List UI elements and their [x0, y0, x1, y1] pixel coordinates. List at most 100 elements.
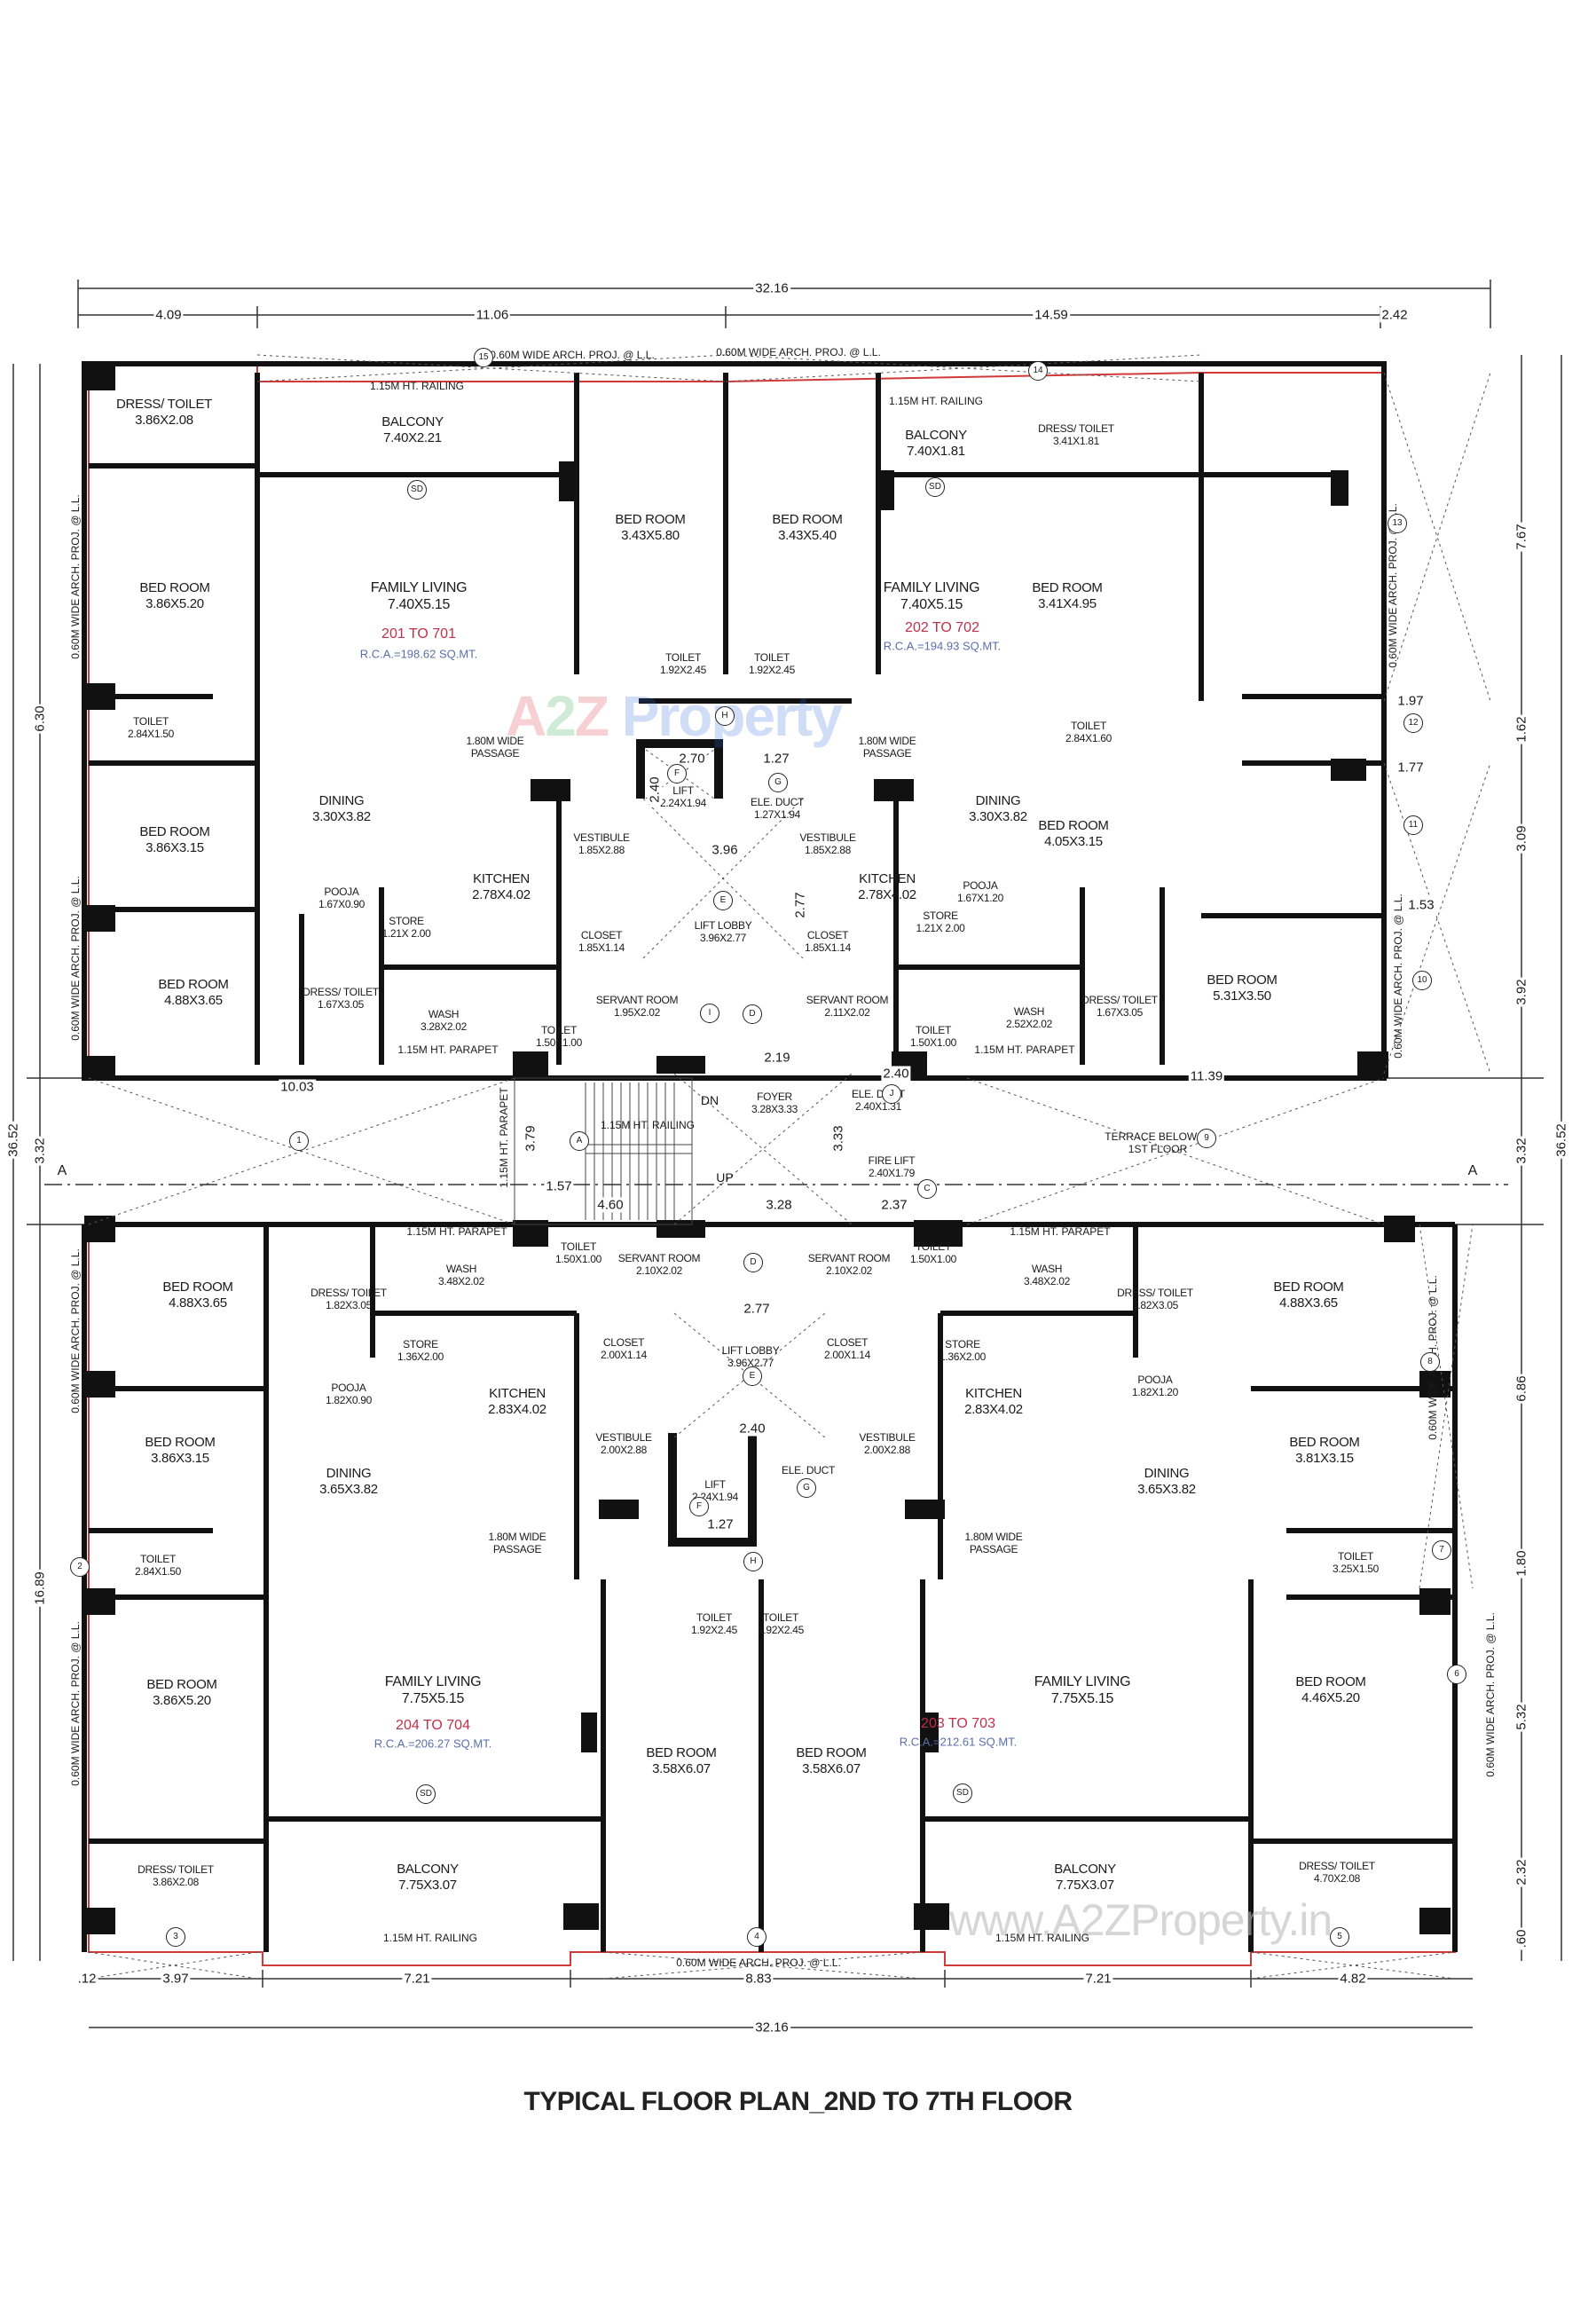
tag-g-top: G: [768, 773, 788, 792]
columns: [84, 364, 1451, 1934]
core-dim-3-96-b: 2.40: [737, 1421, 767, 1437]
arch-proj-bottom: 0.60M WIDE ARCH. PROJ. @ L.L.: [676, 1957, 841, 1969]
dim-11-39: 11.39: [1188, 1068, 1225, 1084]
dim-bottom-seg-1: 3.97: [161, 1971, 191, 1987]
flat-number: 203 TO 703: [921, 1716, 995, 1731]
dim-top-seg-4: 2.42: [1380, 307, 1410, 323]
flat-number: 204 TO 704: [396, 1718, 470, 1733]
core-dim-2-40: 2.40: [647, 775, 663, 805]
tag-sd-201: SD: [407, 480, 427, 500]
dim-bottom-seg-3: 8.83: [743, 1971, 774, 1987]
dim-1-53: 1.53: [1406, 897, 1436, 913]
dim-top-seg-1: 4.09: [153, 307, 184, 323]
section-mark-left: A: [57, 1163, 67, 1178]
tag-c: C: [917, 1179, 937, 1199]
railing-note-202: 1.15M HT. RAILING: [888, 395, 984, 407]
core-dim-3-33: 3.33: [830, 1123, 846, 1154]
dim-width-bottom: 32.16: [753, 2020, 790, 2035]
dim-bottom-seg-2: 7.21: [402, 1971, 432, 1987]
stair-parapet-note: 1.15M HT. PARAPET: [498, 1087, 510, 1188]
stair-dn: DN: [700, 1093, 719, 1107]
parapet-note-201: 1.15M HT. PARAPET: [397, 1043, 499, 1056]
tag-12: 12: [1403, 713, 1423, 733]
tag-d-top: D: [743, 1004, 762, 1024]
dim-height-left: 36.52: [5, 1122, 21, 1159]
dim-right-seg-1: 7.67: [1513, 522, 1529, 552]
dim-left-seg-3: 16.89: [32, 1570, 48, 1607]
dim-right-seg-8: 5.32: [1513, 1702, 1529, 1732]
core-dim-2-70: 2.70: [677, 751, 707, 767]
dim-right-seg-5: 3.32: [1513, 1136, 1529, 1166]
core-dim-2-40-b: 2.40: [881, 1066, 911, 1082]
core-dim-2-19-b: 2.77: [742, 1301, 772, 1317]
tag-h-top: H: [715, 706, 735, 726]
rca-area: R.C.A.=212.61 SQ.MT.: [899, 1735, 1018, 1749]
flat-number: 202 TO 702: [905, 620, 979, 635]
dim-right-seg-7: 1.80: [1513, 1548, 1529, 1579]
tag-a: A: [570, 1131, 589, 1151]
stair: [514, 1077, 693, 1225]
railing-note-203: 1.15M HT. RAILING: [995, 1932, 1090, 1944]
rca-area: R.C.A.=194.93 SQ.MT.: [883, 639, 1002, 653]
arch-proj-left-4: 0.60M WIDE ARCH. PROJ. @ L.L.: [69, 1621, 82, 1786]
stair-up: UP: [716, 1170, 734, 1185]
tag-j: J: [882, 1084, 901, 1104]
dim-right-seg-4: 3.92: [1513, 977, 1529, 1007]
watermark-url: www.A2ZProperty.in: [949, 1895, 1333, 1945]
arch-proj-right-2: 0.60M WIDE ARCH. PROJ. @ L.L.: [1392, 894, 1404, 1059]
section-mark-right: A: [1467, 1163, 1478, 1178]
rca-area: R.C.A.=206.27 SQ.MT.: [373, 1736, 492, 1751]
railing-note-204: 1.15M HT. RAILING: [382, 1932, 478, 1944]
tag-h-bottom: H: [743, 1552, 763, 1571]
parapet-note-202: 1.15M HT. PARAPET: [974, 1043, 1075, 1056]
dim-right-seg-3: 3.09: [1513, 823, 1529, 854]
tag-14: 14: [1028, 361, 1048, 381]
terrace-below: TERRACE BELOW @ 1ST FLOOR: [1105, 1130, 1211, 1155]
watermark-logo: A2Z Property: [506, 684, 843, 748]
x-cutouts: [88, 354, 1491, 1980]
tag-e-top: E: [713, 891, 733, 910]
dim-bottom-seg-0: .12: [75, 1971, 98, 1987]
core-dim-3-79: 3.79: [523, 1123, 539, 1154]
core-dim-1-27: 1.27: [761, 751, 791, 767]
dim-left-seg-2: 3.32: [32, 1136, 48, 1166]
tag-8: 8: [1420, 1352, 1440, 1372]
arch-proj-top-right: 0.60M WIDE ARCH. PROJ. @ L.L.: [716, 346, 881, 358]
